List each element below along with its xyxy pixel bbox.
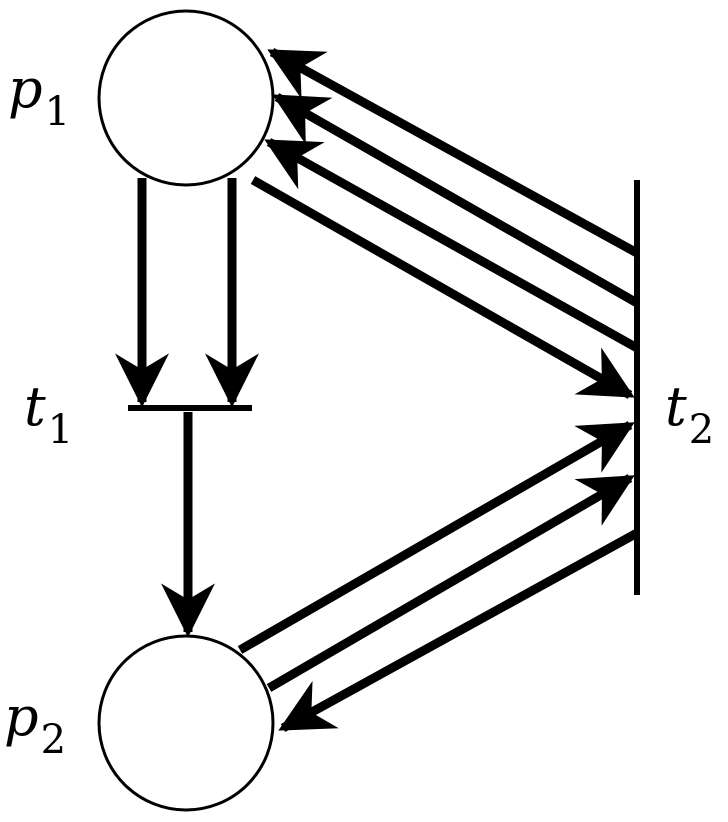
place-p2 xyxy=(97,634,275,812)
transition-t1-index: 1 xyxy=(47,407,74,453)
transition-t1-label: t1 xyxy=(24,380,73,451)
transition-t2-label: t2 xyxy=(665,380,714,451)
place-p1-name: p xyxy=(8,57,43,120)
arc-p1-to-t2 xyxy=(250,176,635,399)
place-p2-name: p xyxy=(4,685,39,748)
transition-t2-name: t xyxy=(665,375,687,438)
arc-p2-to-t2 xyxy=(237,421,635,654)
place-p1 xyxy=(97,9,275,187)
arc-t2-to-p1 xyxy=(264,138,640,352)
transition-t2-index: 2 xyxy=(688,407,715,453)
transition-t1-name: t xyxy=(24,375,46,438)
place-p1-label: p1 xyxy=(8,62,70,133)
place-p2-label: p2 xyxy=(4,690,66,761)
arc-p2-to-t2 xyxy=(266,474,635,692)
arc-t2-to-p1 xyxy=(272,93,640,307)
place-p2-index: 2 xyxy=(40,717,67,763)
arc-t2-to-p1 xyxy=(267,48,640,257)
arc-t2-to-p2 xyxy=(278,529,640,732)
place-p1-index: 1 xyxy=(44,89,71,135)
